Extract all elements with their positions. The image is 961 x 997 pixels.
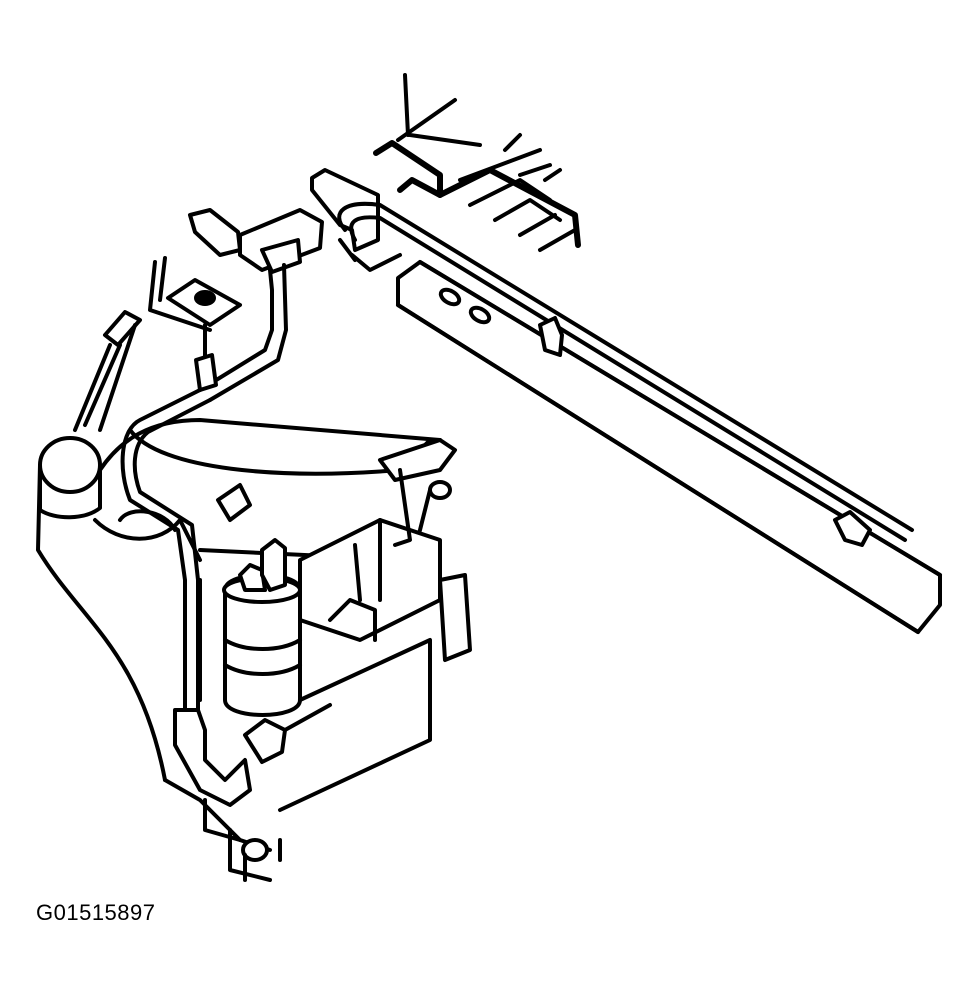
upper-hose-connector (188, 208, 324, 402)
washer-hose-rail (337, 201, 914, 547)
reservoir-lower-panel (203, 638, 432, 882)
filler-cap (38, 436, 102, 520)
pump-feed-hose (120, 388, 252, 807)
pump-connector-housing (298, 438, 472, 662)
mounting-bracket (148, 256, 242, 392)
figure-id-label: G01515897 (36, 900, 156, 925)
support-rail (396, 260, 942, 634)
body-panel-structure (373, 73, 581, 252)
overflow-tube (73, 310, 142, 432)
